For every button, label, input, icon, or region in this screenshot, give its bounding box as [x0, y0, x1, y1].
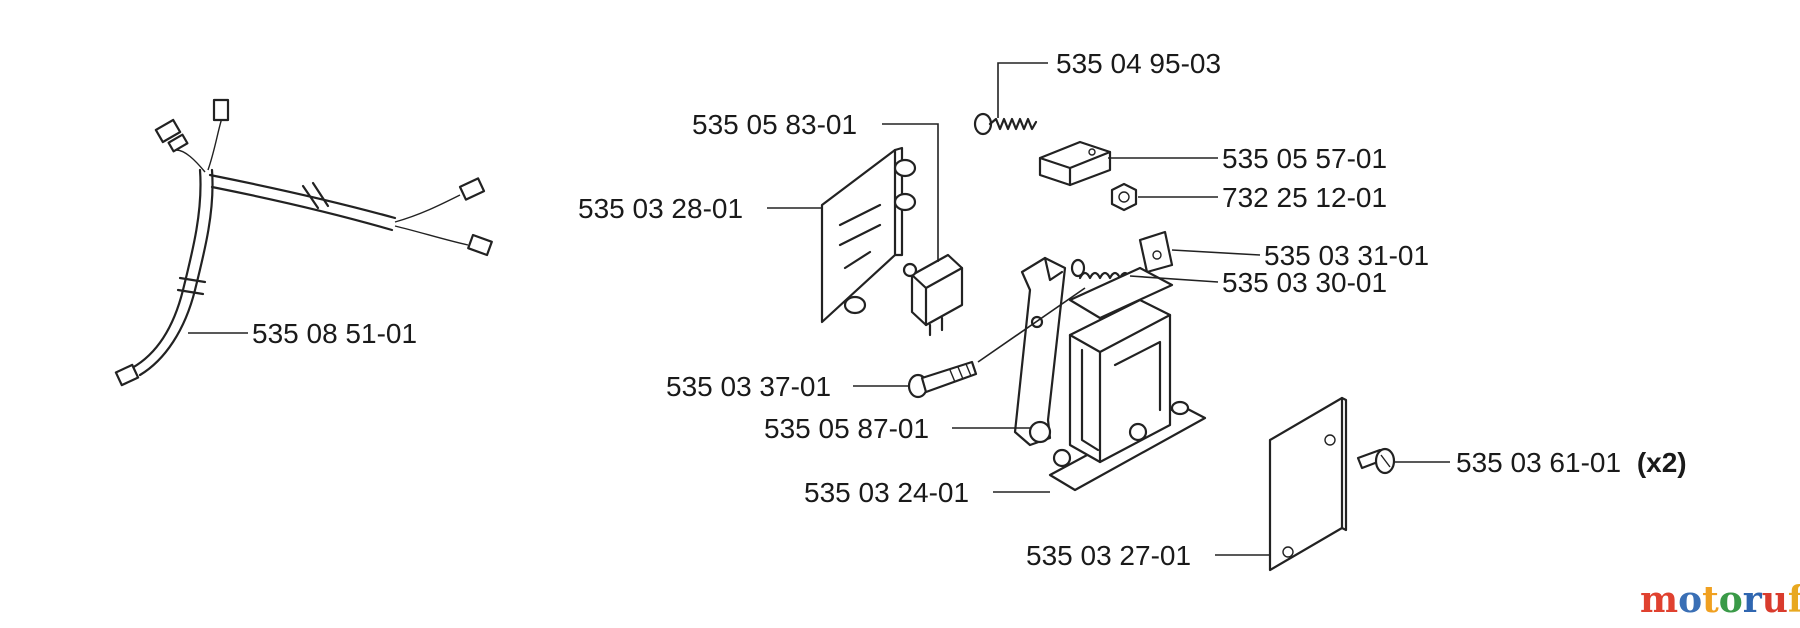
part-number-535-03-27-01: 535 03 27-01: [1026, 540, 1191, 571]
hex-nut-drawing: [1110, 182, 1138, 212]
wiring-harness-drawing: [114, 98, 493, 387]
watermark-letter: u: [1762, 579, 1788, 621]
watermark-letter: r: [1743, 579, 1763, 621]
watermark-letter: m: [1640, 579, 1678, 621]
watermark-text: motoruf.de: [1640, 579, 1800, 621]
small-plate-drawing: [1138, 230, 1174, 274]
micro-switch-drawing: [902, 253, 964, 337]
part-number-535-05-83-01: 535 05 83-01: [692, 109, 857, 140]
part-number-535-04-95-03: 535 04 95-03: [1056, 48, 1221, 79]
part-number-535-03-30-01: 535 03 30-01: [1222, 267, 1387, 298]
part-number-535-03-28-01: 535 03 28-01: [578, 193, 743, 224]
watermark-letter: f: [1788, 579, 1800, 621]
watermark-letter: o: [1719, 579, 1743, 621]
spring-screw-drawing: [973, 112, 1038, 136]
part-number-732-25-12-01: 732 25 12-01: [1222, 182, 1387, 213]
watermark-letter: t: [1702, 579, 1719, 621]
part-number-text: 535 03 61-01: [1456, 447, 1621, 478]
bracket-drawing: [1038, 140, 1112, 187]
part-number-535-05-57-01: 535 05 57-01: [1222, 143, 1387, 174]
watermark-letter: o: [1678, 579, 1702, 621]
switch-plate-drawing: [820, 146, 917, 324]
part-number-535-03-61-01: 535 03 61-01 (x2): [1456, 447, 1687, 478]
part-labels: 535 04 95-03 535 05 83-01 535 05 57-01 7…: [252, 48, 1687, 571]
cover-screw-drawing: [1356, 447, 1396, 475]
switch-frame-drawing: [1013, 256, 1207, 492]
leader-lines: [188, 62, 1450, 556]
part-number-535-03-37-01: 535 03 37-01: [666, 371, 831, 402]
part-number-535-03-24-01: 535 03 24-01: [804, 477, 969, 508]
cover-plate-drawing: [1268, 396, 1348, 572]
part-number-535-08-51-01: 535 08 51-01: [252, 318, 417, 349]
part-quantity: (x2): [1637, 447, 1687, 478]
bolt-drawing: [907, 360, 978, 399]
motoruf-watermark-logo: motoruf.de: [1640, 579, 1800, 621]
part-number-535-05-87-01: 535 05 87-01: [764, 413, 929, 444]
part-number-535-03-31-01: 535 03 31-01: [1264, 240, 1429, 271]
